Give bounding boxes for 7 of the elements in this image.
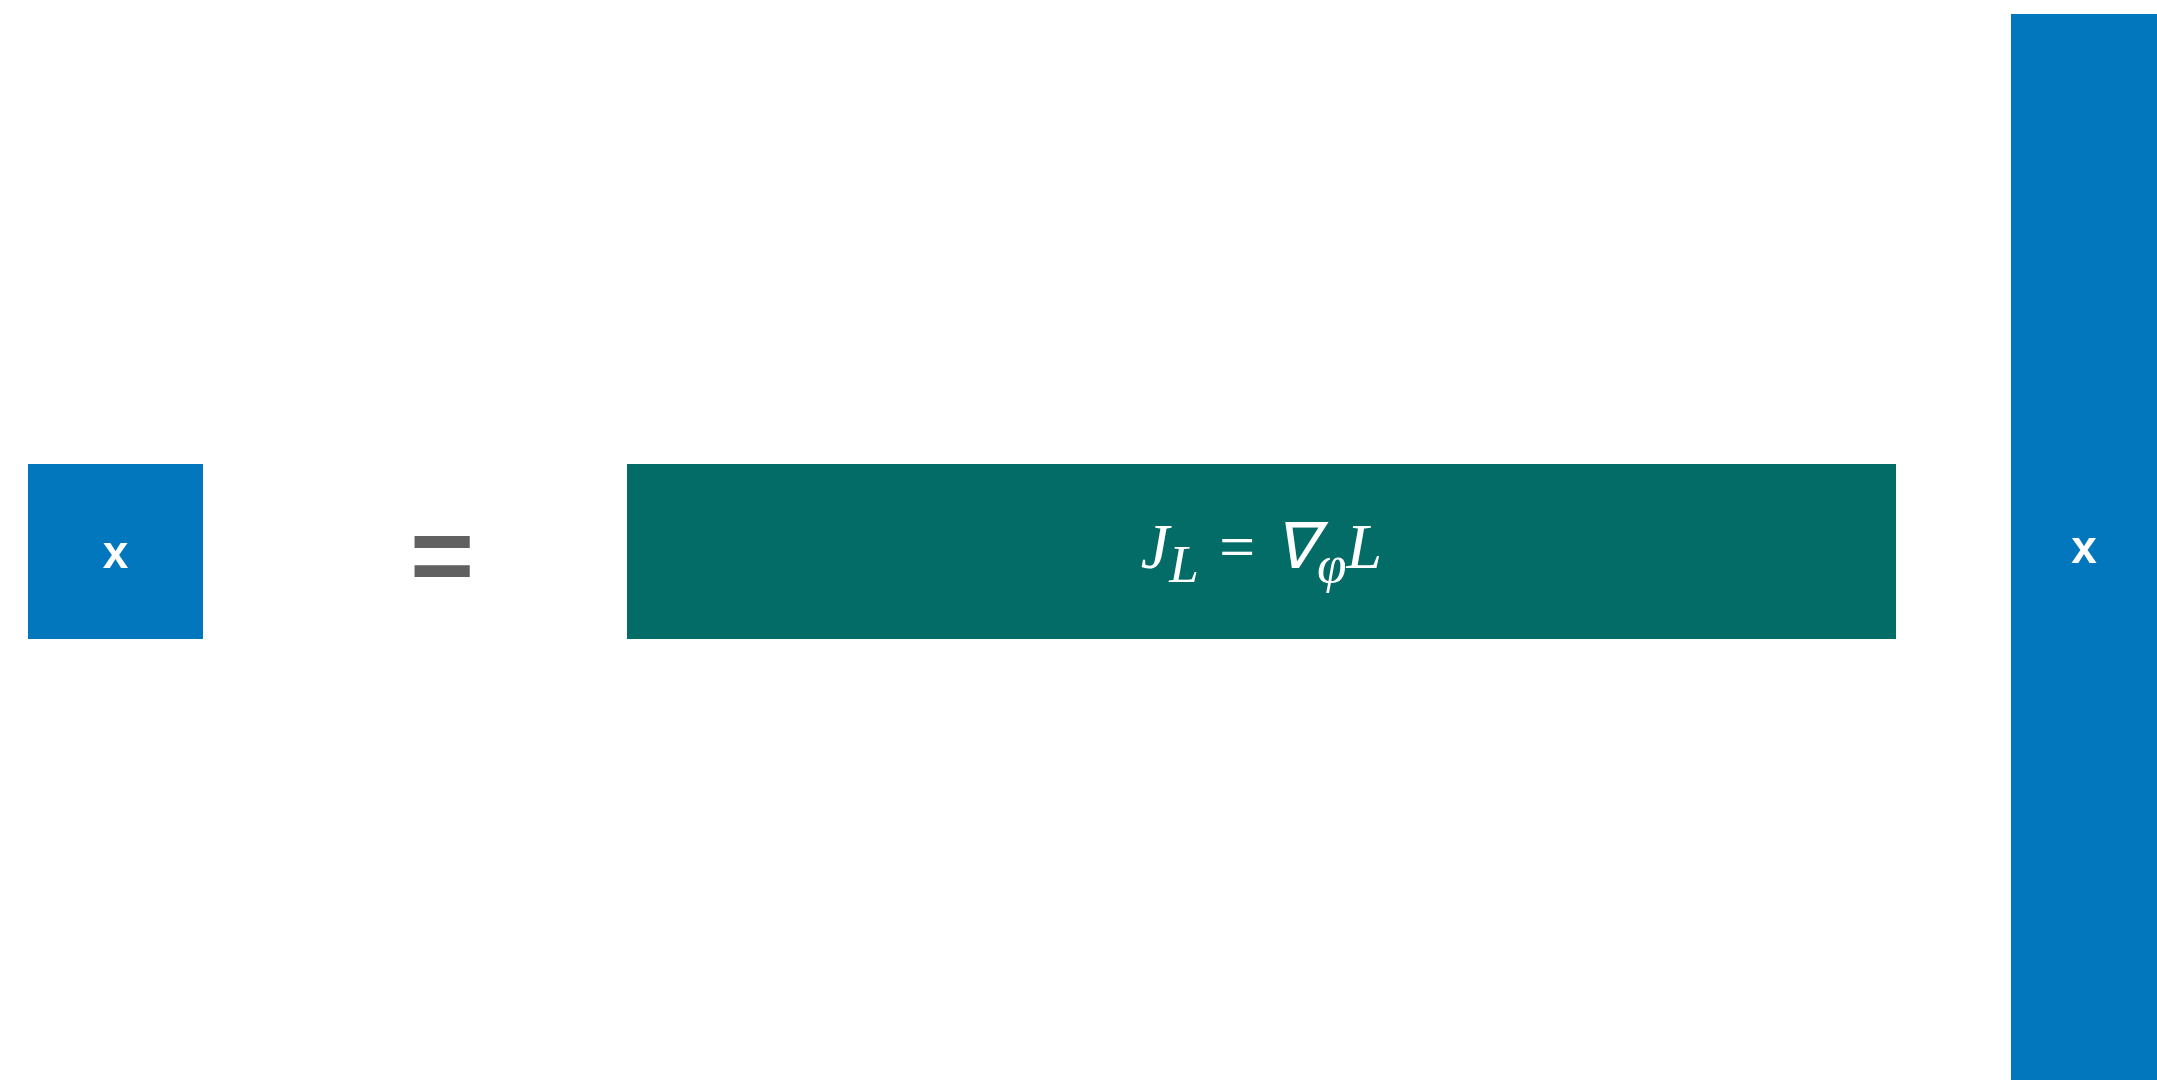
matrix-box [28,464,203,639]
matrix-bar [2011,14,2157,1080]
matrix-symbol: x [102,524,129,579]
matrix-symbol: x [2071,520,2097,574]
equals-sign: = [410,500,475,610]
formula-text: J$_{L}$ = ∇$_{φ}$L [1140,509,1383,595]
formula-box [627,464,1896,639]
